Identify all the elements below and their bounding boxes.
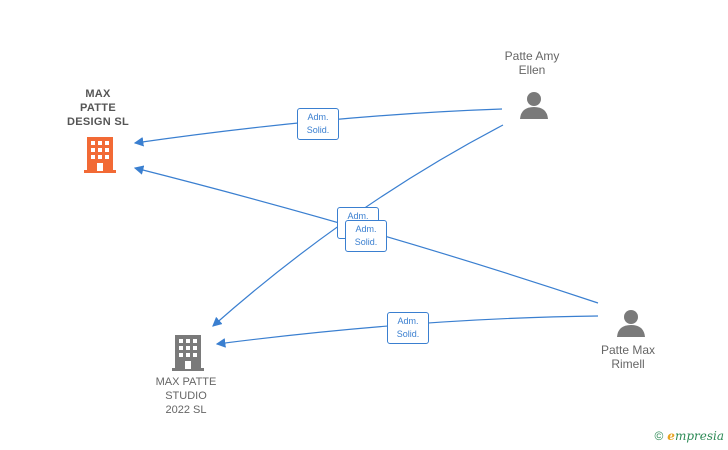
brand-initial: e (667, 429, 675, 443)
building-icon[interactable] (172, 335, 204, 371)
edge-label-rimell-design[interactable]: Adm. Solid. (345, 220, 387, 252)
person-name-patte-amy-ellen[interactable]: Patte Amy Ellen (504, 49, 560, 77)
copyright-icon: © (654, 429, 664, 443)
brand-name: mpresia (674, 429, 724, 443)
company-name-max-patte-studio[interactable]: MAX PATTE STUDIO 2022 SL (155, 376, 217, 416)
person-icon[interactable] (519, 90, 549, 120)
empresia-watermark: ©empresia (654, 429, 724, 443)
person-name-patte-max-rimell[interactable]: Patte Max Rimell (600, 343, 656, 371)
company-name-max-patte-design[interactable]: MAX PATTE DESIGN SL (67, 88, 129, 128)
person-icon[interactable] (616, 308, 646, 338)
edge-label-amy-design[interactable]: Adm. Solid. (297, 108, 339, 140)
building-icon[interactable] (84, 137, 116, 173)
edge-label-rimell-studio[interactable]: Adm. Solid. (387, 312, 429, 344)
